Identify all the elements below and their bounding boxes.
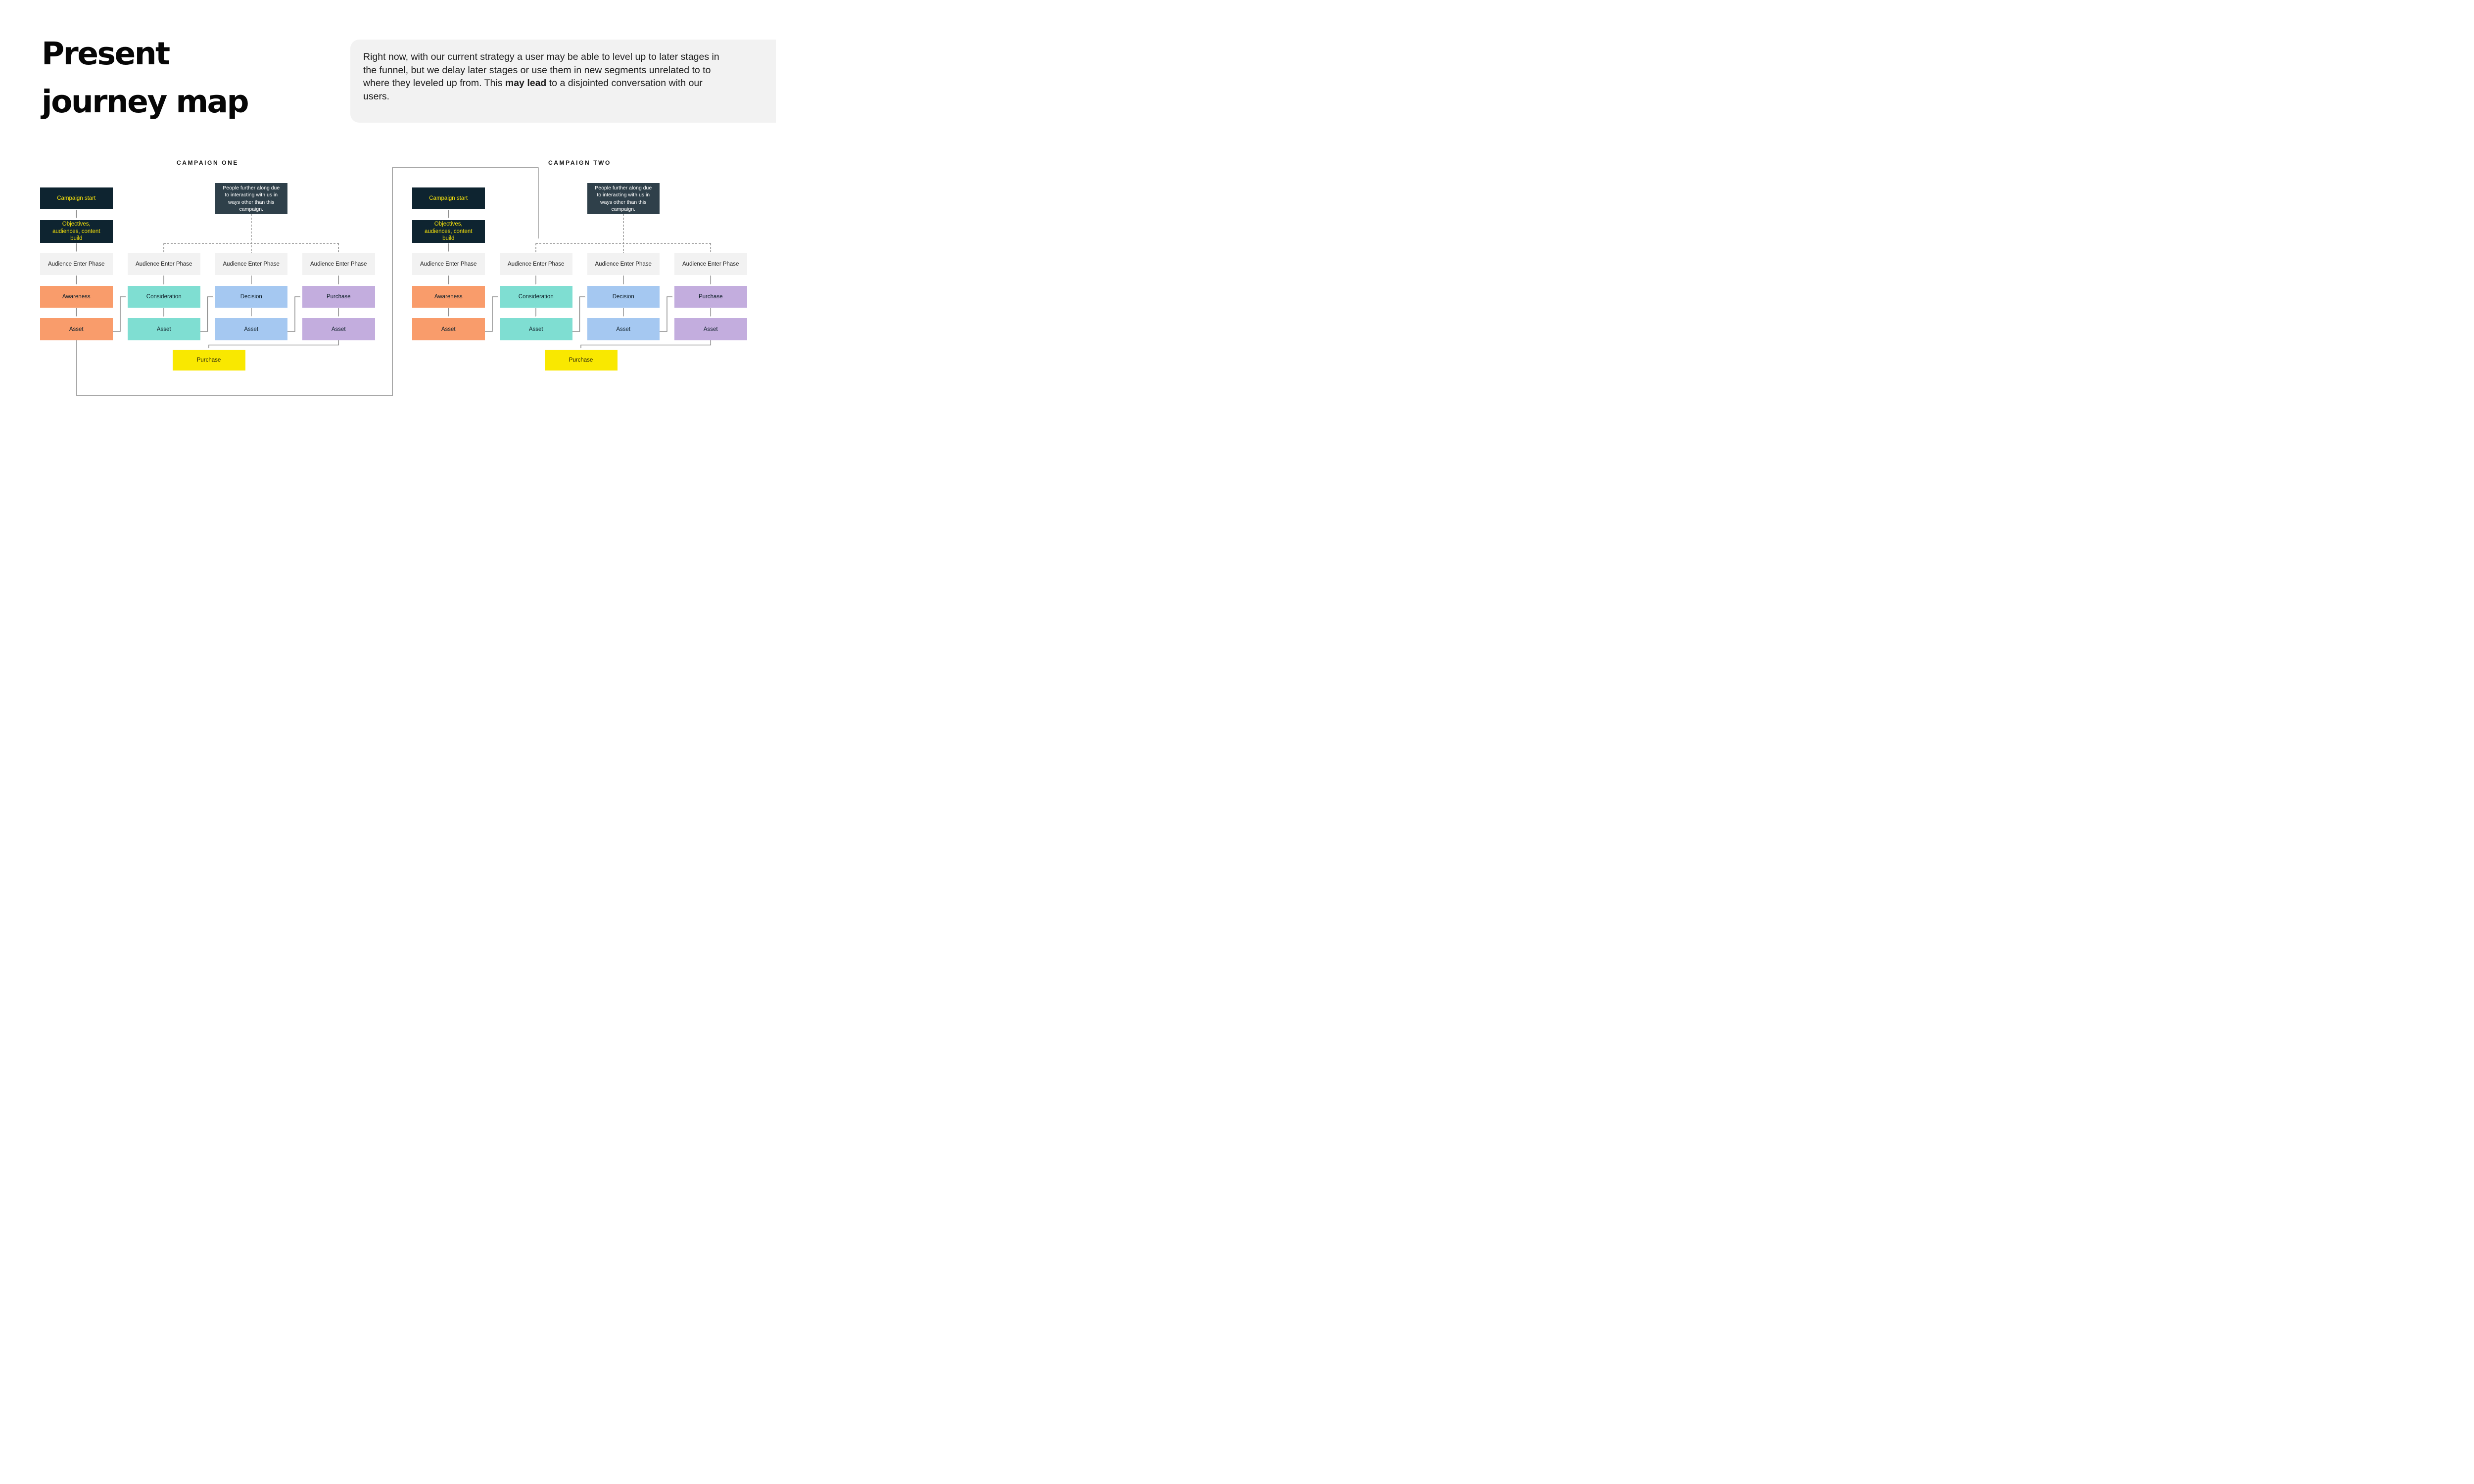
objectives-label: Objectives, audiences, content build xyxy=(424,221,473,242)
slide-canvas: Present journey map Right now, with our … xyxy=(0,0,776,436)
page-title-line1: Present xyxy=(42,36,170,72)
purchase-outcome-label: Purchase xyxy=(196,357,221,363)
enter-phase-label: Audience Enter Phase xyxy=(508,261,565,267)
phase-label: Consideration xyxy=(518,294,554,300)
asset-label: Asset xyxy=(156,326,171,332)
connector-lines xyxy=(372,210,712,436)
asset-box-consideration: Asset xyxy=(500,318,572,340)
campaign-one-diagram: CAMPAIGN ONE xyxy=(0,0,404,436)
purchase-outcome-box: Purchase xyxy=(172,350,245,371)
page-title: Present journey map xyxy=(42,30,249,126)
enter-phase-label: Audience Enter Phase xyxy=(136,261,192,267)
phase-box-purchase: Purchase xyxy=(674,286,747,308)
phase-label: Decision xyxy=(240,294,262,300)
phase-label: Awareness xyxy=(62,294,91,300)
asset-box-purchase: Asset xyxy=(674,318,747,340)
people-note-box: People further along due to interacting … xyxy=(215,183,287,214)
enter-phase-label: Audience Enter Phase xyxy=(223,261,280,267)
intro-text: Right now, with our current strategy a u… xyxy=(363,50,730,103)
phase-box-awareness: Awareness xyxy=(40,286,113,308)
people-note-box: People further along due to interacting … xyxy=(587,183,660,214)
enter-phase-label: Audience Enter Phase xyxy=(48,261,105,267)
intro-text-after: to a disjointed conversation with our us… xyxy=(363,78,703,102)
enter-phase-box: Audience Enter Phase xyxy=(302,253,375,275)
campaign-two-diagram: CAMPAIGN TWO xyxy=(372,0,776,436)
asset-box-decision: Asset xyxy=(215,318,287,340)
intro-card: Right now, with our current strategy a u… xyxy=(350,40,776,123)
enter-phase-label: Audience Enter Phase xyxy=(310,261,367,267)
phase-label: Consideration xyxy=(146,294,182,300)
phase-box-awareness: Awareness xyxy=(412,286,485,308)
intro-text-bold: may lead xyxy=(505,78,547,89)
campaign-two-label: CAMPAIGN TWO xyxy=(548,159,611,166)
enter-phase-box: Audience Enter Phase xyxy=(587,253,660,275)
purchase-outcome-label: Purchase xyxy=(569,357,593,363)
campaign-one-label: CAMPAIGN ONE xyxy=(177,159,238,166)
phase-label: Purchase xyxy=(698,294,723,300)
enter-phase-label: Audience Enter Phase xyxy=(420,261,477,267)
phase-box-consideration: Consideration xyxy=(128,286,200,308)
asset-label: Asset xyxy=(703,326,718,332)
asset-label: Asset xyxy=(331,326,346,332)
enter-phase-box: Audience Enter Phase xyxy=(40,253,113,275)
enter-phase-box: Audience Enter Phase xyxy=(500,253,572,275)
asset-label: Asset xyxy=(441,326,456,332)
objectives-box: Objectives, audiences, content build xyxy=(412,220,485,243)
page-title-line2: journey map xyxy=(42,84,249,120)
asset-label: Asset xyxy=(616,326,631,332)
campaign-start-box: Campaign start xyxy=(40,187,113,209)
phase-box-decision: Decision xyxy=(215,286,287,308)
people-note-label: People further along due to interacting … xyxy=(595,185,652,212)
asset-label: Asset xyxy=(244,326,259,332)
phase-box-consideration: Consideration xyxy=(500,286,572,308)
enter-phase-box: Audience Enter Phase xyxy=(674,253,747,275)
enter-phase-box: Audience Enter Phase xyxy=(412,253,485,275)
objectives-box: Objectives, audiences, content build xyxy=(40,220,113,243)
campaign-start-box: Campaign start xyxy=(412,187,485,209)
asset-box-consideration: Asset xyxy=(128,318,200,340)
enter-phase-box: Audience Enter Phase xyxy=(128,253,200,275)
phase-label: Awareness xyxy=(434,294,463,300)
phase-label: Decision xyxy=(612,294,634,300)
campaign-start-label: Campaign start xyxy=(429,195,468,201)
connector-lines xyxy=(0,210,339,436)
asset-label: Asset xyxy=(69,326,84,332)
people-note-label: People further along due to interacting … xyxy=(223,185,280,212)
asset-box-decision: Asset xyxy=(587,318,660,340)
phase-label: Purchase xyxy=(326,294,351,300)
phase-box-purchase: Purchase xyxy=(302,286,375,308)
asset-box-awareness: Asset xyxy=(40,318,113,340)
intro-text-before: Right now, with our current strategy a u… xyxy=(363,51,719,89)
purchase-outcome-box: Purchase xyxy=(544,350,618,371)
enter-phase-label: Audience Enter Phase xyxy=(682,261,739,267)
asset-box-awareness: Asset xyxy=(412,318,485,340)
phase-box-decision: Decision xyxy=(587,286,660,308)
enter-phase-box: Audience Enter Phase xyxy=(215,253,287,275)
campaign-start-label: Campaign start xyxy=(57,195,96,201)
objectives-label: Objectives, audiences, content build xyxy=(52,221,100,242)
enter-phase-label: Audience Enter Phase xyxy=(595,261,652,267)
asset-label: Asset xyxy=(528,326,543,332)
asset-box-purchase: Asset xyxy=(302,318,375,340)
